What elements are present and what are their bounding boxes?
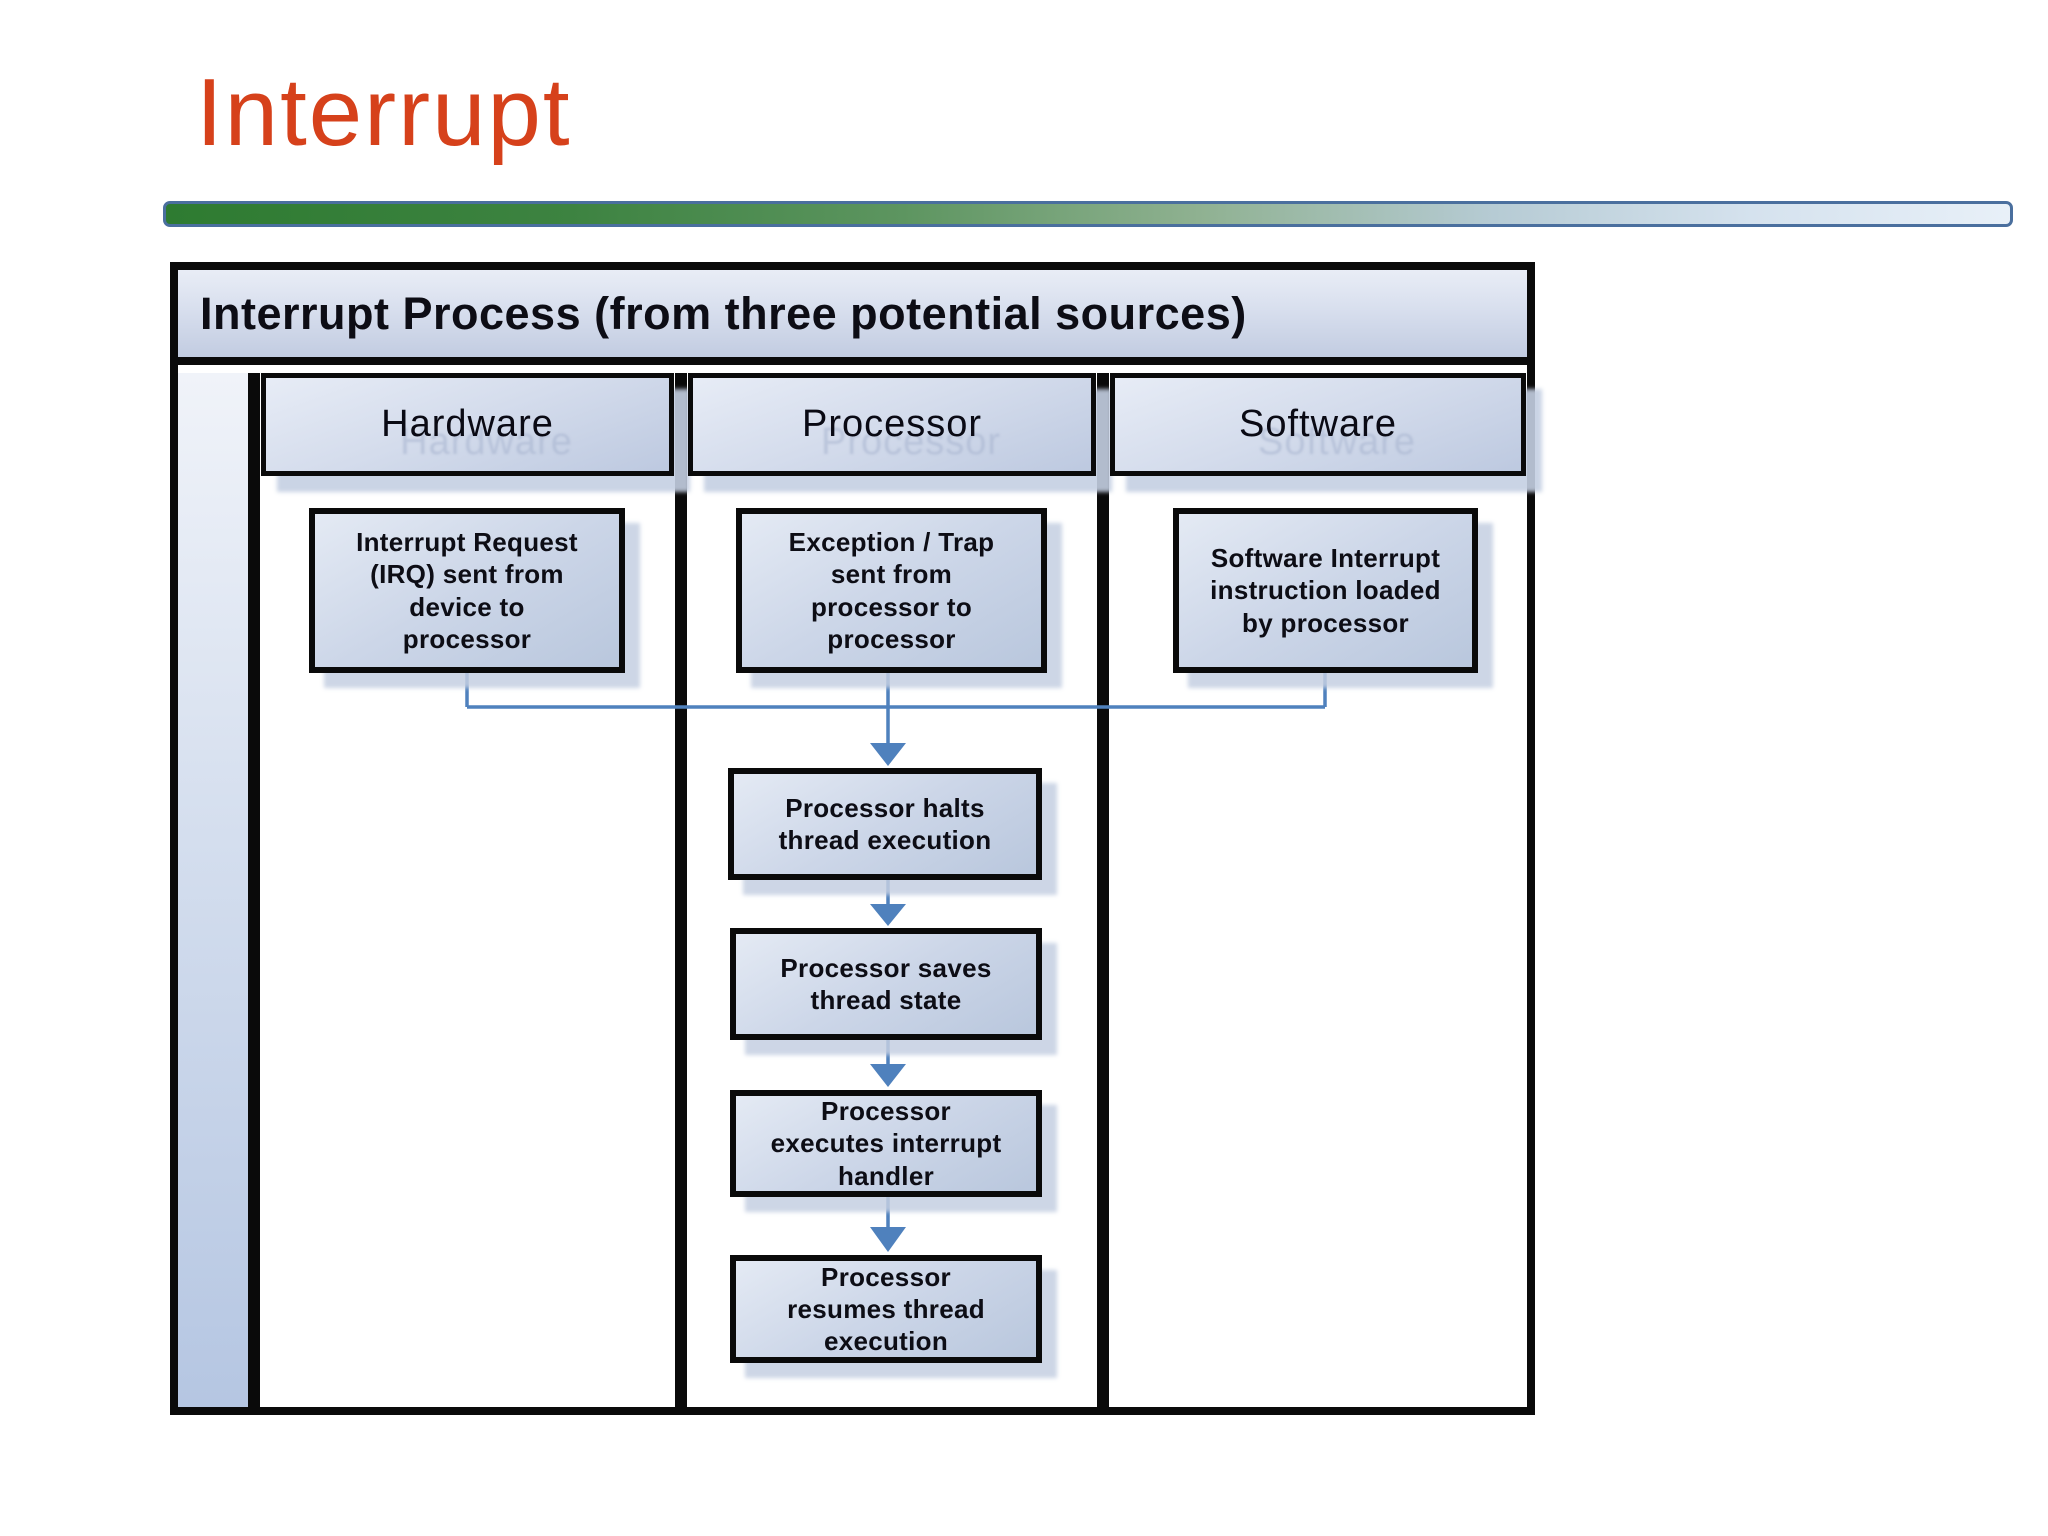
connector-overlay [465,669,1327,1252]
flow-node-executes: Processor executes interrupt handler [730,1090,1042,1197]
diagram-body: Hardware Interrupt Request (IRQ) sent fr… [178,373,1527,1407]
interrupt-process-diagram: Interrupt Process (from three potential … [170,262,1535,1415]
node-text: Processor saves thread state [780,952,992,1015]
node-text: Processor resumes thread execution [787,1261,985,1357]
arrow-head-4 [870,1227,906,1252]
diagram-title-bar: Interrupt Process (from three potential … [178,270,1527,365]
column-header-label: Processor [801,403,983,445]
node-text: Exception / Trap sent from processor to … [788,527,995,654]
node-text: Software Interrupt instruction loaded by… [1210,543,1441,638]
diagram-title: Interrupt Process (from three potential … [200,287,1247,339]
title-divider [163,201,2013,227]
column-header-label: Hardware [381,403,554,445]
flow-node-saves: Processor saves thread state [730,928,1042,1040]
row-header-strip [178,373,260,1407]
flow-node-resumes: Processor resumes thread execution [730,1255,1042,1363]
node-interrupt-request: Interrupt Request (IRQ) sent from device… [309,508,625,673]
column-header-hardware: Hardware [261,373,674,476]
node-text: Processor executes interrupt handler [770,1096,1002,1191]
node-text: Processor halts thread execution [778,792,992,855]
column-software: Software Software Interrupt instruction … [1109,373,1527,1407]
arrow-head-1 [870,743,906,766]
page-title: Interrupt [196,59,572,166]
node-exception-trap: Exception / Trap sent from processor to … [736,508,1047,673]
column-header-processor: Processor [688,373,1096,476]
arrow-head-2 [870,904,906,926]
column-header-software: Software [1110,373,1526,476]
column-header-label: Software [1239,403,1397,445]
arrow-head-3 [870,1064,906,1087]
flow-node-halts: Processor halts thread execution [728,768,1042,880]
column-processor: Processor Exception / Trap sent from pro… [687,373,1109,1407]
node-text: Interrupt Request (IRQ) sent from device… [356,527,578,654]
node-software-interrupt: Software Interrupt instruction loaded by… [1173,508,1478,673]
column-hardware: Hardware Interrupt Request (IRQ) sent fr… [260,373,687,1407]
